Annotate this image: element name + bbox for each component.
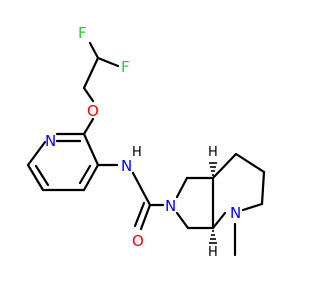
bond-n-ch2-upper	[175, 176, 189, 199]
atom-o-ether: O	[87, 102, 99, 120]
bond-o-c2	[82, 117, 95, 136]
bonds	[26, 41, 266, 257]
atom-n-methyl: N	[230, 204, 241, 222]
bond-n-ch2-lower	[175, 211, 190, 230]
bond-ch2-o	[82, 86, 95, 103]
bond-co-o	[139, 203, 152, 231]
bond-c3-c2	[82, 132, 100, 167]
atom-n-pyridine: N	[45, 132, 56, 150]
bond-nh-co	[131, 171, 152, 207]
atom-f-top: F	[78, 24, 87, 42]
bond-c6-c5-double	[34, 164, 50, 187]
bond-c4-c5	[234, 152, 266, 174]
bond-c6-n	[241, 202, 264, 212]
bond-c-f-right	[96, 56, 120, 68]
bond-co-o-double	[133, 201, 146, 228]
molecule-structure: F F O N N H O N N H H	[26, 24, 266, 260]
bond-chf2-ch2	[82, 56, 100, 90]
atom-n-ring-central: N	[165, 197, 176, 215]
bond-c4-c3	[82, 163, 100, 192]
atom-h-stereo-top: H	[208, 145, 218, 160]
bond-c3a-c4	[211, 152, 238, 180]
bond-n-c6a	[211, 211, 227, 230]
atom-n-amide: N	[121, 157, 132, 175]
bond-c6-c5	[26, 163, 45, 192]
bond-c5-c6	[260, 170, 266, 206]
stereo-hash-top	[209, 162, 217, 176]
atom-f-right: F	[121, 58, 130, 76]
bond-c-f-top	[88, 41, 100, 60]
atom-o-carbonyl: O	[132, 232, 144, 250]
bond-n1-c6	[26, 140, 47, 167]
atom-labels: F F O N N H O N N H H	[45, 24, 241, 260]
bond-c4-c3-double	[78, 164, 92, 185]
atom-h-amide: H	[132, 145, 142, 160]
stereo-hash-bottom	[209, 230, 217, 244]
atom-h-stereo-bottom: H	[208, 245, 218, 260]
